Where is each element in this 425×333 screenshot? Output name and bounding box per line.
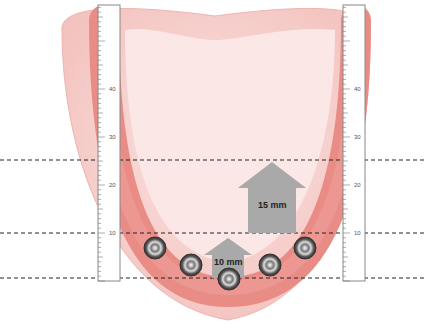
implants [144,237,316,290]
ruler [98,5,120,281]
ruler-number: 30 [108,134,117,140]
floor-of-mouth [125,29,335,262]
ruler-number: 10 [108,230,117,236]
ruler-number: 10 [353,230,362,236]
ruler-number: 20 [353,182,362,188]
ruler-number: 40 [353,86,362,92]
ruler-number: 20 [108,182,117,188]
dimension-label: 15 mm [258,201,287,210]
ruler-number: 30 [353,134,362,140]
ruler [343,5,365,281]
alveolar-ridge [104,20,356,292]
dimension-label: 10 mm [214,258,243,267]
ruler-number: 40 [108,86,117,92]
height-arrow [238,162,306,233]
ruler-ticks [98,7,350,281]
ridge-highlight [104,24,356,288]
